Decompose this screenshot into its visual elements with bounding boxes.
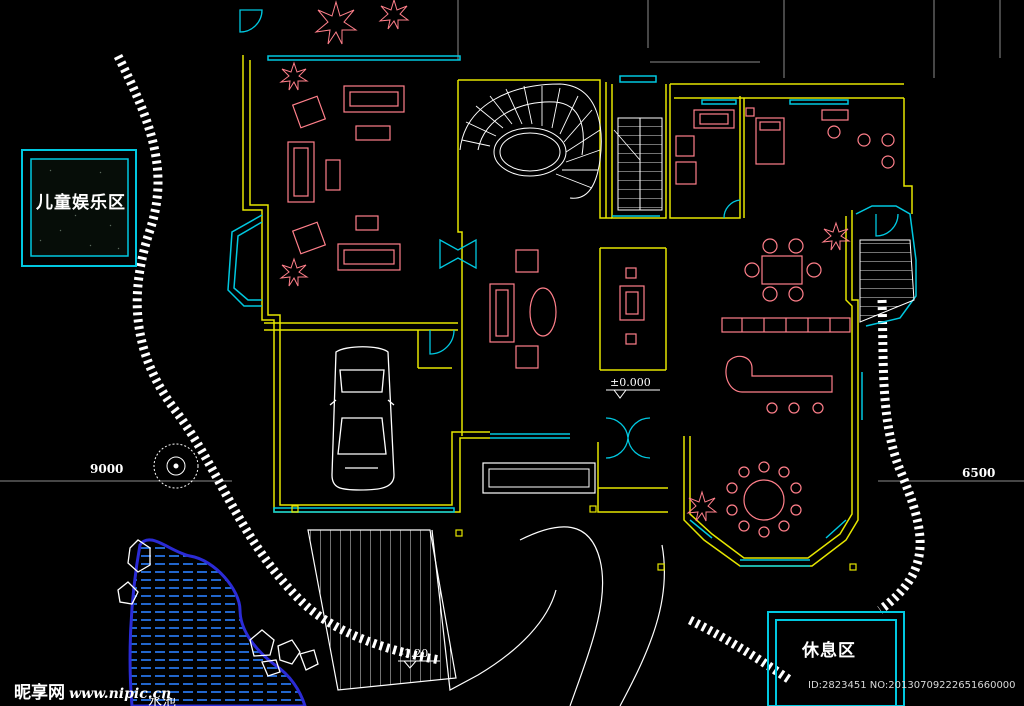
- windows-cyan: [227, 55, 917, 567]
- image-id-text: ID:2823451 NO:20130709222651660000: [808, 680, 1016, 691]
- rest-area-label: 休息区: [802, 641, 856, 661]
- car-in-garage: [329, 346, 395, 491]
- stepping-stone-path-right: [687, 299, 925, 684]
- rest-area: [767, 611, 905, 706]
- side-stair: [859, 239, 915, 323]
- pool: [117, 538, 319, 706]
- watermark-brand: 昵享网: [14, 683, 65, 703]
- furniture-upper-living: [287, 85, 405, 271]
- straight-staircase: [613, 117, 663, 211]
- kids-play-area: [21, 149, 137, 267]
- exterior-walls-yellow: [242, 55, 913, 567]
- dimension-left: 9000: [90, 462, 124, 476]
- dimension-right: 6500: [962, 466, 996, 480]
- tree-symbol: [153, 443, 199, 489]
- watermark-url: www.nipic.cn: [69, 686, 172, 702]
- furniture-bedroom-bath: [675, 107, 895, 185]
- stepping-stone-path-left: [113, 53, 441, 665]
- level-main-label: ±0.000: [610, 376, 651, 389]
- level-low-label: -1.20: [400, 647, 429, 660]
- grid-markers: [291, 505, 857, 571]
- furniture-dining-kitchen: [721, 238, 851, 538]
- door-swings: [239, 9, 899, 459]
- furniture-main-living: [489, 249, 645, 369]
- plant-symbols: [279, 0, 851, 522]
- pool-label: 水池: [148, 698, 176, 706]
- level-markers: [398, 389, 660, 669]
- spiral-staircase: [459, 83, 602, 199]
- entrance-ramp: [307, 462, 665, 706]
- kids-area-label: 儿童娱乐区: [36, 193, 126, 213]
